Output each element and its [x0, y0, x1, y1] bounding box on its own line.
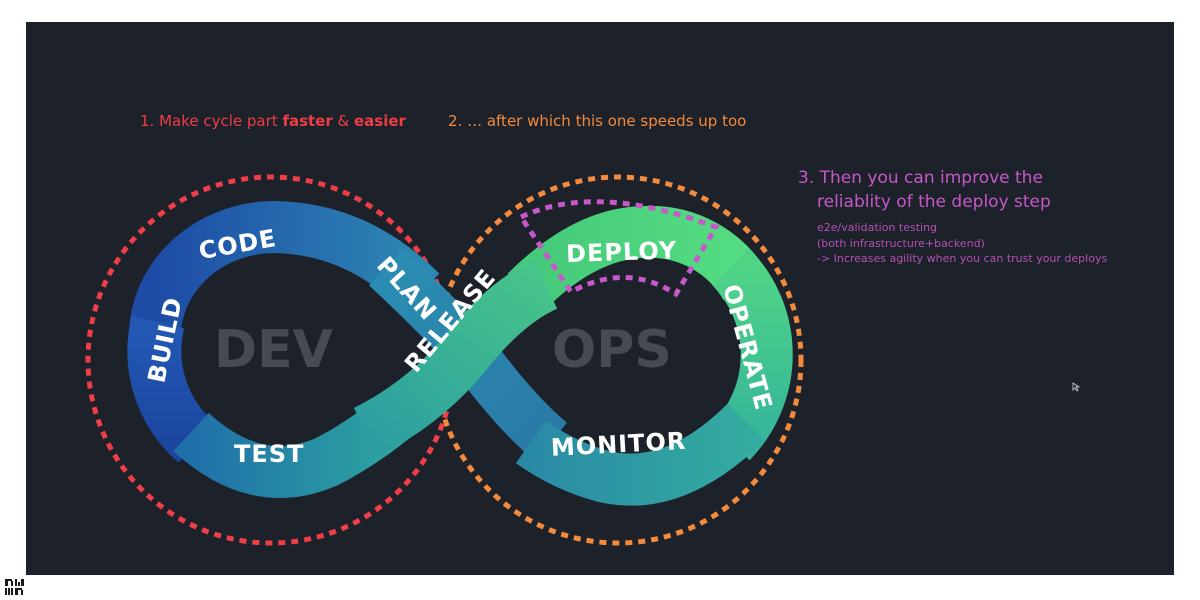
- release-crossing-band: [353, 259, 558, 457]
- annotation-step-1-text: 1. Make cycle part: [140, 112, 283, 130]
- annotation-step-1: 1. Make cycle part faster & easier: [140, 112, 406, 130]
- devops-infinity-diagram: DEV OPS CODE PLAN BUILD TEST RELEASE DEP…: [85, 174, 804, 546]
- ops-label: OPS: [552, 320, 672, 380]
- annotation-step-3-notes: e2e/validation testing (both infrastruct…: [817, 220, 1107, 267]
- annotation-note: e2e/validation testing: [817, 221, 938, 234]
- annotation-step-3-title: 3. Then you can improve the reliablity o…: [798, 166, 1128, 214]
- annotation-step-1-faster: faster: [282, 112, 333, 130]
- stage-label-deploy: DEPLOY: [566, 236, 678, 268]
- slide: DEV OPS CODE PLAN BUILD TEST RELEASE DEP…: [26, 22, 1174, 575]
- alma-logo-icon: [5, 579, 24, 595]
- annotation-note: (both infrastructure+backend): [817, 236, 985, 250]
- annotation-step-1-easier: easier: [354, 112, 406, 130]
- deploy-highlight-outline: [517, 199, 720, 298]
- ops-loop: [507, 205, 793, 506]
- dev-label: DEV: [214, 320, 333, 380]
- annotation-note: -> Increases agility when you can trust …: [817, 252, 1108, 265]
- annotation-step-3-line1: 3. Then you can improve the: [798, 168, 1043, 188]
- annotation-step-3-line2: reliablity of the deploy step: [817, 192, 1051, 212]
- stage-label-test: TEST: [234, 440, 304, 468]
- mouse-pointer-icon: [1072, 382, 1080, 392]
- annotation-step-2: 2. … after which this one speeds up too: [448, 112, 747, 130]
- annotation-step-1-amp: &: [332, 112, 354, 130]
